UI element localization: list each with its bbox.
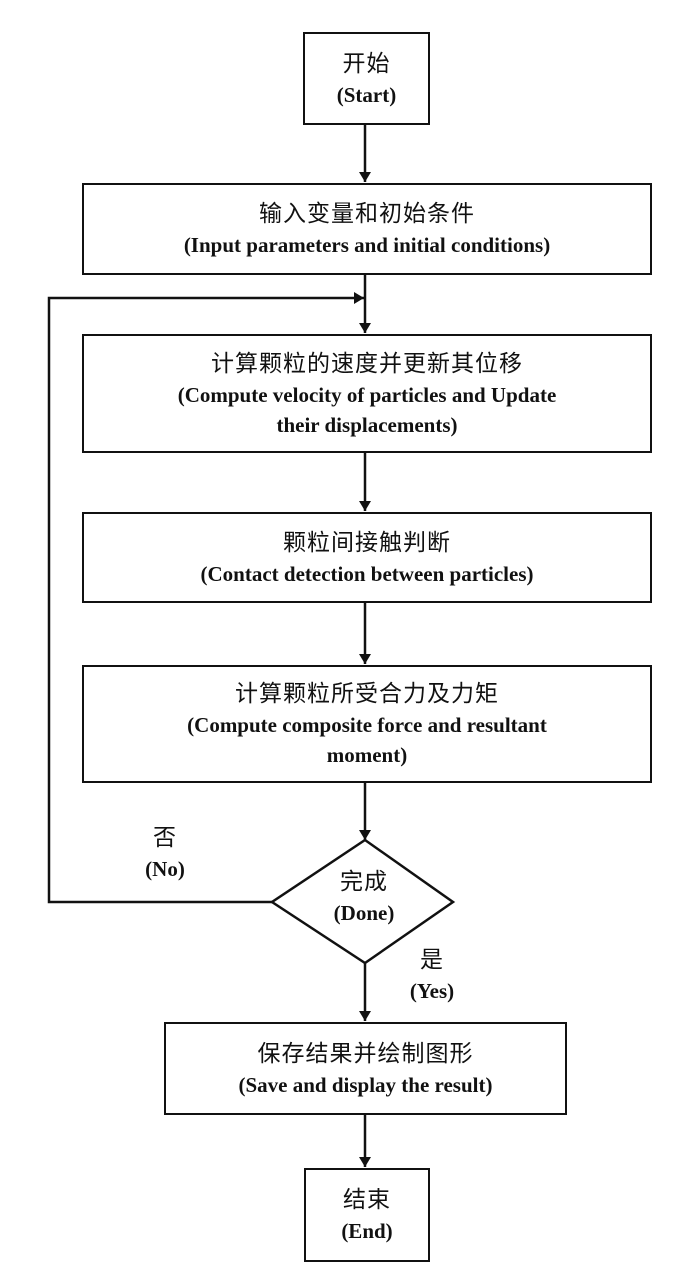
decision-label-zh: 完成 [340, 869, 388, 895]
velocity-label-zh: 计算颗粒的速度并更新其位移 [211, 350, 523, 377]
input-label-zh: 输入变量和初始条件 [259, 201, 475, 227]
contact-detection-node: 颗粒间接触判断 (Contact detection between parti… [82, 512, 652, 603]
no-branch-label: 否 (No) [130, 822, 200, 884]
start-label-en: (Start) [336, 82, 397, 107]
force-label-zh: 计算颗粒所受合力及力矩 [235, 681, 499, 707]
input-parameters-node: 输入变量和初始条件 (Input parameters and initial … [82, 183, 652, 275]
decision-label-en: (Done) [333, 901, 395, 925]
end-label-zh: 结束 [343, 1187, 391, 1213]
end-node: 结束 (End) [304, 1168, 430, 1262]
contact-label-en: (Contact detection between particles) [200, 561, 534, 586]
velocity-label-en-line1: (Compute velocity of particles and Updat… [177, 382, 557, 407]
edge-decision-no-loop [47, 292, 364, 904]
yes-label-zh: 是 [420, 947, 444, 973]
yes-label-en: (Yes) [409, 979, 455, 1003]
velocity-label-en-line2: their displacements) [276, 412, 458, 437]
force-label-en-line2: moment) [326, 743, 408, 767]
yes-branch-label: 是 (Yes) [392, 944, 472, 1006]
save-label-en: (Save and display the result) [238, 1072, 493, 1097]
start-node: 开始 (Start) [303, 32, 430, 125]
compute-velocity-node: 计算颗粒的速度并更新其位移 (Compute velocity of parti… [82, 334, 652, 453]
input-label-en: (Input parameters and initial conditions… [183, 233, 551, 257]
start-label-zh: 开始 [342, 50, 391, 77]
end-label-en: (End) [341, 1219, 393, 1243]
save-label-zh: 保存结果并绘制图形 [257, 1040, 474, 1067]
save-results-node: 保存结果并绘制图形 (Save and display the result) [164, 1022, 567, 1115]
decision-node-label: 完成 (Done) [304, 866, 424, 928]
compute-force-node: 计算颗粒所受合力及力矩 (Compute composite force and… [82, 665, 652, 783]
no-label-zh: 否 [153, 825, 177, 851]
no-label-en: (No) [145, 857, 185, 881]
contact-label-zh: 颗粒间接触判断 [283, 529, 451, 556]
force-label-en-line1: (Compute composite force and resultant [187, 713, 547, 737]
